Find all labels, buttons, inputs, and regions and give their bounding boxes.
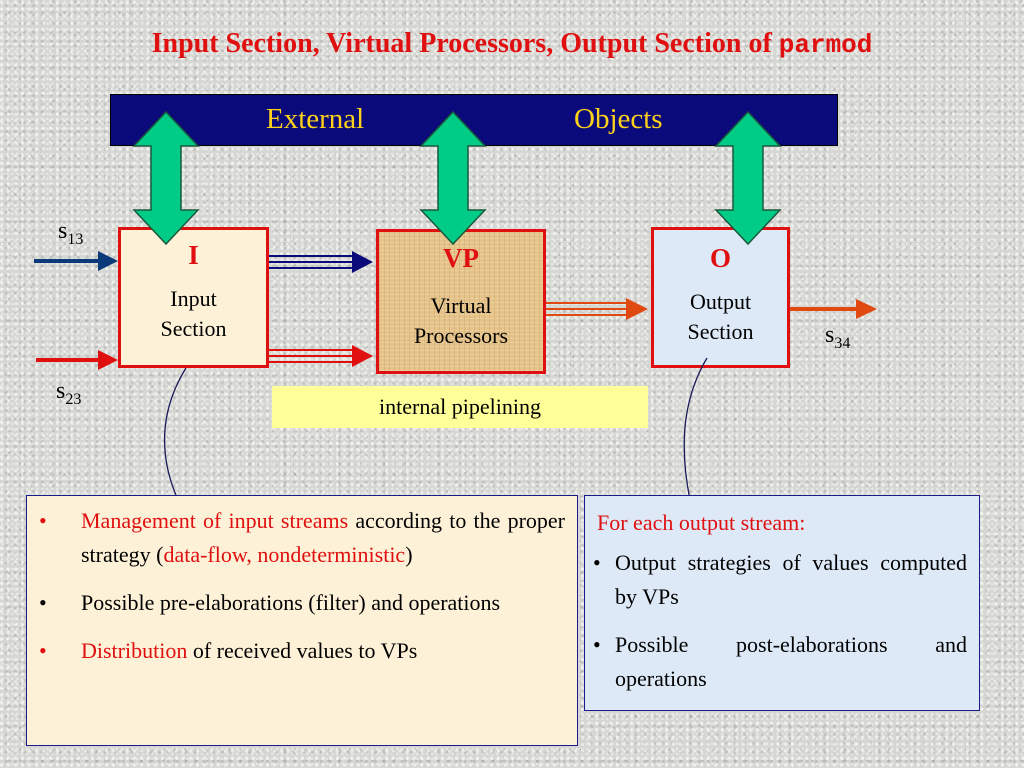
stream-s13-base: s — [58, 218, 68, 244]
external-label: External — [266, 103, 365, 135]
input-note-streams-red1: Management of input streams — [81, 508, 349, 533]
stream-s23-arrow-icon — [36, 350, 118, 370]
output-section-line1: Output — [689, 289, 752, 314]
input-note-streams-text1: according to the proper strategy ( — [81, 508, 565, 567]
input-note-distribution-text: of received values to VPs — [187, 638, 418, 663]
output-note-strategies: Output strategies of values computed by … — [593, 546, 967, 614]
stream-s13-sub: 13 — [67, 230, 84, 248]
output-note-postelaborations: Possible post-elaborations and operation… — [593, 628, 967, 696]
title-code: parmod — [778, 30, 873, 60]
output-callout-line — [683, 357, 708, 501]
stream-s34-base: s — [825, 322, 835, 348]
title-text: Input Section, Virtual Processors, Outpu… — [151, 28, 772, 59]
vp-to-output-arrow-icon — [546, 298, 648, 320]
stream-s23-sub: 23 — [65, 390, 82, 408]
stream-s34-label: s34 — [825, 322, 850, 353]
input-note-preelaborations: Possible pre-elaborations (filter) and o… — [39, 586, 565, 620]
objects-label: Objects — [574, 103, 663, 135]
stream-s13-label: s13 — [58, 218, 83, 249]
input-to-vp-arrow-top-icon — [269, 251, 373, 273]
input-callout-line — [163, 367, 187, 501]
stream-s13-arrow-icon — [34, 251, 118, 271]
virtual-processors-letter: VP — [443, 243, 479, 273]
stream-s34-sub: 34 — [834, 334, 851, 352]
input-note-streams-red2: data-flow, nondeterministic — [163, 542, 406, 567]
external-objects-bar — [110, 94, 838, 146]
stream-s34-arrow-icon — [790, 299, 877, 319]
slide-title: Input Section, Virtual Processors, Outpu… — [0, 28, 1024, 60]
output-section-line2: Section — [687, 319, 754, 344]
output-notes-heading: For each output stream: — [597, 510, 806, 535]
output-section-notes: For each output stream: Output strategie… — [584, 495, 980, 711]
input-section-letter: I — [188, 240, 199, 270]
internal-pipelining-label: internal pipelining — [272, 386, 648, 428]
input-note-streams: Management of input streams according to… — [39, 504, 565, 572]
input-section-box: I Input Section — [118, 227, 269, 368]
input-note-distribution: Distribution of received values to VPs — [39, 634, 565, 668]
input-note-distribution-red: Distribution — [81, 638, 188, 663]
virtual-processors-line2: Processors — [413, 323, 509, 348]
stream-s23-base: s — [56, 378, 66, 404]
virtual-processors-box: VP Virtual Processors — [376, 229, 546, 374]
output-section-box: O Output Section — [651, 227, 790, 368]
input-section-line1: Input — [170, 286, 217, 311]
virtual-processors-line1: Virtual — [430, 293, 492, 318]
input-section-line2: Section — [160, 316, 227, 341]
input-note-streams-text2: ) — [405, 542, 413, 567]
output-section-letter: O — [709, 243, 731, 273]
input-to-vp-arrow-bottom-icon — [269, 345, 373, 367]
stream-s23-label: s23 — [56, 378, 81, 409]
input-section-notes: Management of input streams according to… — [26, 495, 578, 746]
